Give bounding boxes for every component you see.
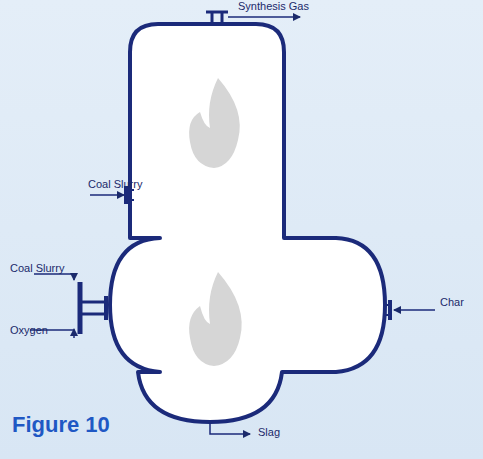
stream-label: Slag <box>258 426 280 439</box>
gasifier-vessel <box>110 24 385 422</box>
stream-label: Oxygen <box>10 324 48 337</box>
slag-outlet <box>210 422 250 434</box>
syngas-outlet <box>206 12 300 24</box>
flame <box>189 272 242 366</box>
stream-label: Synthesis Gas <box>238 0 309 13</box>
figure-caption: Figure 10 <box>12 412 110 438</box>
char-inlet <box>383 300 435 320</box>
stream-label: Char <box>440 296 464 309</box>
stream-label: Coal Slurry <box>88 178 142 191</box>
stream-label: Coal Slurry <box>10 262 64 275</box>
flame <box>189 78 240 168</box>
